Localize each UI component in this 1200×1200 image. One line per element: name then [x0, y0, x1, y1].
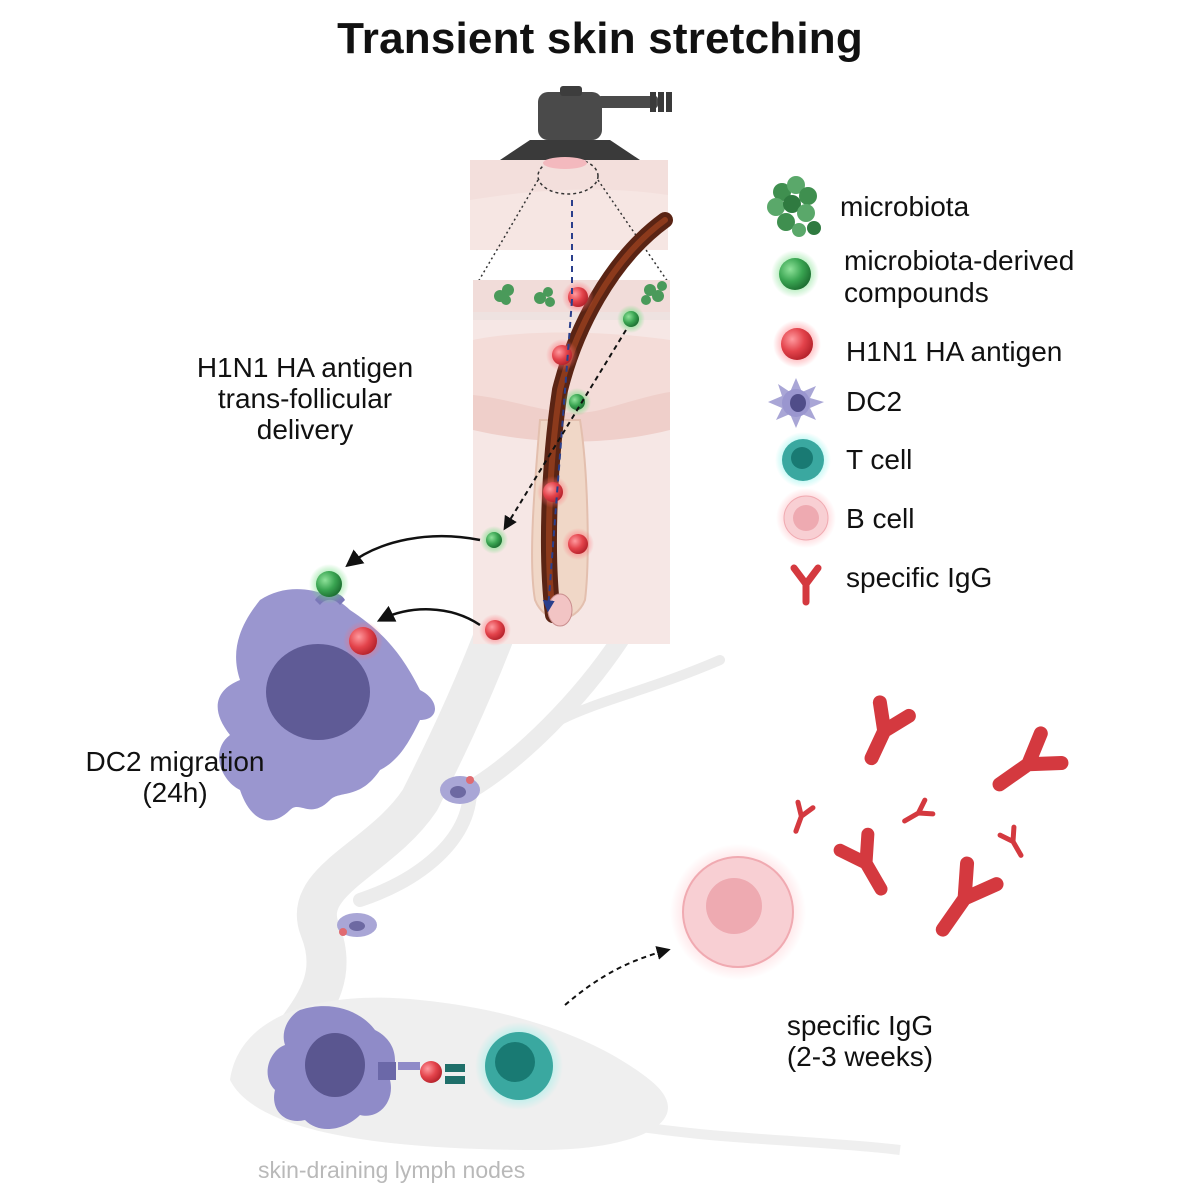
legend-icons	[767, 176, 836, 606]
delivery-label-line2: trans-follicular	[217, 383, 393, 414]
dendritic-cell-icon	[768, 378, 824, 428]
igg-timing-line2: (2-3 weeks)	[786, 1041, 934, 1072]
legend-dc2: DC2	[846, 386, 903, 417]
legend-compounds-line2: compounds	[844, 277, 989, 308]
legend-igg: specific IgG	[846, 562, 993, 593]
legend-b-cell: B cell	[846, 503, 915, 534]
antibody-icon	[790, 564, 822, 606]
igg-timing-line1: specific IgG	[786, 1010, 934, 1041]
delivery-label: H1N1 HA antigen trans-follicular deliver…	[140, 352, 470, 445]
igg-timing-label: specific IgG (2-3 weeks)	[740, 1010, 980, 1072]
stretching-device-icon	[500, 86, 672, 160]
lymph-nodes-label: skin-draining lymph nodes	[258, 1157, 526, 1183]
skin-surface-block	[470, 157, 668, 250]
surface-microbiota	[494, 281, 667, 307]
legend-compounds: microbiota-derived compounds	[844, 245, 1074, 309]
microbiota-cluster-icon	[767, 176, 821, 237]
compound-to-dc-arrow	[345, 534, 481, 568]
delivery-label-line1: H1N1 HA antigen	[196, 352, 414, 383]
immune-synapse	[398, 1061, 465, 1084]
dc2-migration-label: DC2 migration (24h)	[40, 746, 310, 808]
delivery-label-line3: delivery	[256, 414, 354, 445]
b-cell-large	[670, 844, 806, 980]
b-cell-icon	[776, 488, 836, 548]
dc2-large-cell	[217, 564, 435, 821]
legend-compounds-line1: microbiota-derived	[844, 245, 1075, 276]
compound-path-arrow	[503, 329, 627, 531]
t-cell-icon	[775, 432, 831, 488]
green-sphere-icon	[771, 250, 819, 298]
red-sphere-icon	[773, 320, 821, 368]
dc2-migration-line2: (24h)	[142, 777, 208, 808]
igg-cluster	[793, 695, 1069, 937]
antigen-to-dc-arrow	[376, 605, 481, 627]
delivery-path-arrow	[548, 200, 573, 610]
lymph-efferent-vessel	[599, 1115, 901, 1155]
dc2-migration-line1: DC2 migration	[85, 746, 265, 777]
legend-t-cell: T cell	[846, 444, 913, 475]
t-cell	[475, 1022, 563, 1110]
legend-microbiota: microbiota	[840, 191, 970, 222]
t-to-b-arrow	[564, 946, 671, 1006]
migrating-dc-small-1	[440, 776, 480, 804]
skin-particles	[479, 281, 645, 646]
diagram-title: Transient skin stretching	[337, 14, 863, 63]
lymph-node-dc2	[267, 1006, 396, 1130]
migrating-dc-small-2	[337, 913, 377, 937]
legend-antigen: H1N1 HA antigen	[846, 336, 1063, 367]
